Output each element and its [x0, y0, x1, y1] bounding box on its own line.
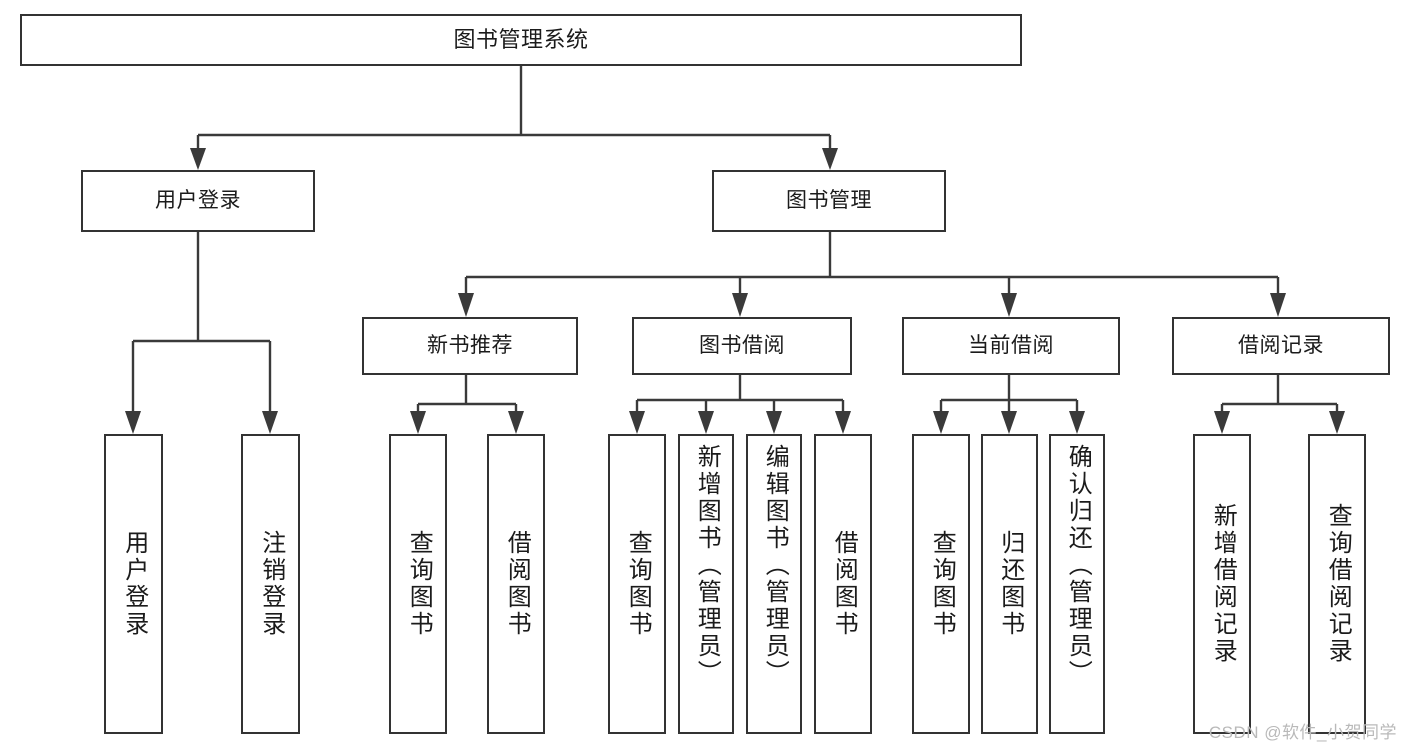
csdn-watermark: CSDN @软件_小贺同学: [1208, 723, 1397, 742]
node-borrowing-record[interactable]: 借阅记录: [1172, 317, 1390, 375]
node-label: 确认归还（管理员）: [1064, 444, 1092, 687]
node-label: 当前借阅: [968, 334, 1054, 358]
leaf-add-book-admin[interactable]: 新增图书（管理员）: [678, 434, 734, 734]
node-label: 借阅图书: [830, 530, 858, 638]
node-label: 查询图书: [928, 530, 956, 638]
node-label: 查询借阅记录: [1324, 503, 1352, 665]
leaf-query-book-borrow[interactable]: 查询图书: [608, 434, 666, 734]
node-label: 新书推荐: [427, 334, 513, 358]
leaf-add-borrow-record[interactable]: 新增借阅记录: [1193, 434, 1251, 734]
node-book-borrowing[interactable]: 图书借阅: [632, 317, 852, 375]
node-label: 新增借阅记录: [1209, 503, 1237, 665]
leaf-user-login[interactable]: 用户登录: [104, 434, 163, 734]
node-book-management[interactable]: 图书管理: [712, 170, 946, 232]
leaf-edit-book-admin[interactable]: 编辑图书（管理员）: [746, 434, 802, 734]
node-root-book-management-system[interactable]: 图书管理系统: [20, 14, 1022, 66]
node-label: 编辑图书（管理员）: [761, 444, 789, 687]
node-label: 图书管理: [786, 189, 872, 213]
leaf-return-book[interactable]: 归还图书: [981, 434, 1038, 734]
node-label: 新增图书（管理员）: [693, 444, 721, 687]
node-label: 图书管理系统: [453, 26, 589, 52]
node-label: 借阅图书: [503, 530, 531, 638]
node-label: 注销登录: [257, 530, 285, 638]
node-label: 用户登录: [120, 530, 148, 638]
leaf-borrow-book-newbook[interactable]: 借阅图书: [487, 434, 545, 734]
node-label: 用户登录: [155, 189, 241, 213]
leaf-query-book-current[interactable]: 查询图书: [912, 434, 970, 734]
node-current-borrowing[interactable]: 当前借阅: [902, 317, 1120, 375]
leaf-borrow-book[interactable]: 借阅图书: [814, 434, 872, 734]
node-label: 借阅记录: [1238, 334, 1324, 358]
node-new-book-recommendation[interactable]: 新书推荐: [362, 317, 578, 375]
node-label: 图书借阅: [699, 334, 785, 358]
node-label: 查询图书: [624, 530, 652, 638]
leaf-query-book-newbook[interactable]: 查询图书: [389, 434, 447, 734]
node-label: 归还图书: [996, 530, 1024, 638]
node-user-login[interactable]: 用户登录: [81, 170, 315, 232]
leaf-confirm-return-admin[interactable]: 确认归还（管理员）: [1049, 434, 1105, 734]
leaf-query-borrow-record[interactable]: 查询借阅记录: [1308, 434, 1366, 734]
leaf-logout[interactable]: 注销登录: [241, 434, 300, 734]
node-label: 查询图书: [405, 530, 433, 638]
